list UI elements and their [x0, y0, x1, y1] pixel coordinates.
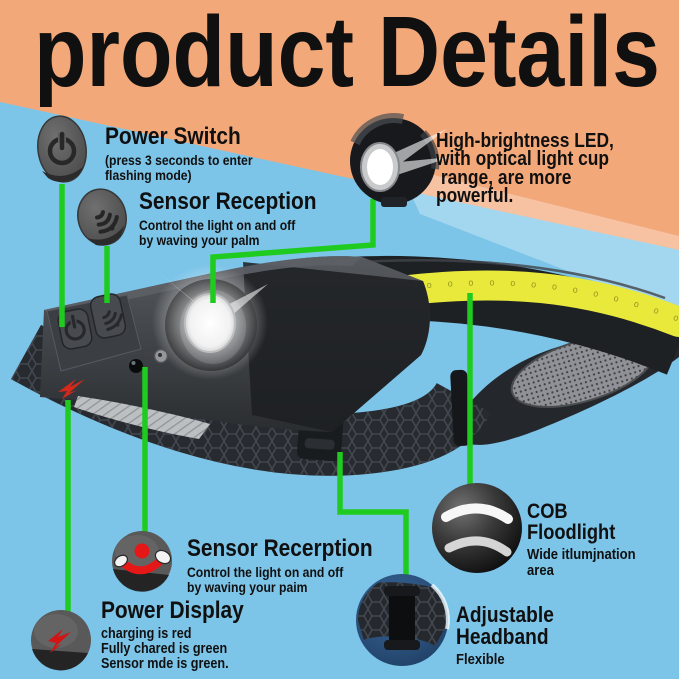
cob-floodlight-title: COB Floodlight	[527, 500, 616, 544]
power-icon	[37, 115, 87, 183]
callout-adjustable-headband: Adjustable Headband Flexible	[456, 604, 679, 668]
sensor-recerption-desc: Control the light on and off by waving y…	[187, 564, 344, 596]
battery-bolt-icon	[31, 610, 91, 671]
high-brightness-led-title: High-brightness LED, with optical light …	[436, 130, 614, 208]
callout-line-led	[210, 199, 376, 303]
sensor-recerption-title: Sensor Recerption	[187, 535, 373, 562]
headband-buckle-inset	[356, 574, 450, 666]
adjustable-headband-title: Adjustable Headband	[456, 602, 554, 649]
sensor-reception-desc: Control the light on and off by waving y…	[139, 217, 296, 249]
callout-high-brightness-led: High-brightness LED, with optical light …	[436, 130, 679, 208]
strap-end-cap	[450, 369, 471, 447]
reflective-strip	[74, 396, 210, 439]
callout-power-display: Power Display charging is red Fully char…	[101, 599, 265, 673]
brand-logo-red	[58, 379, 85, 399]
callout-sensor-recerption: Sensor Recerption Control the light on a…	[187, 537, 400, 595]
callout-cob-floodlight: COB Floodlight Wide itlumjnation area	[527, 501, 679, 579]
power-display-title: Power Display	[101, 597, 244, 624]
led-spotlight-icon	[350, 113, 451, 207]
page-title: product Details	[34, 0, 660, 108]
lamp-housing	[40, 256, 430, 439]
callout-line-headband	[337, 452, 409, 577]
sensor-wave-icon	[77, 188, 127, 246]
power-display-desc: charging is red Fully chared is green Se…	[101, 626, 229, 673]
cob-floodlight-icon	[432, 483, 522, 573]
indicator-dots	[129, 348, 169, 373]
led-light	[152, 264, 268, 380]
power-switch-title: Power Switch	[105, 123, 241, 150]
hand-wave-sensor-icon	[112, 531, 172, 592]
callout-sensor-reception: Sensor Reception Control the light on an…	[139, 190, 343, 248]
sensor-button[interactable]	[89, 292, 129, 340]
callout-lines	[59, 184, 473, 612]
sensor-reception-title: Sensor Reception	[139, 188, 317, 215]
callout-power-switch: Power Switch (press 3 seconds to enter f…	[105, 125, 275, 183]
adjustable-headband-desc: Flexible	[456, 651, 505, 668]
power-button[interactable]	[57, 307, 94, 350]
power-switch-desc: (press 3 seconds to enter flashing mode)	[105, 152, 253, 184]
cob-floodlight-desc: Wide itlumjnation area	[527, 546, 636, 580]
cob-strip	[385, 270, 679, 337]
